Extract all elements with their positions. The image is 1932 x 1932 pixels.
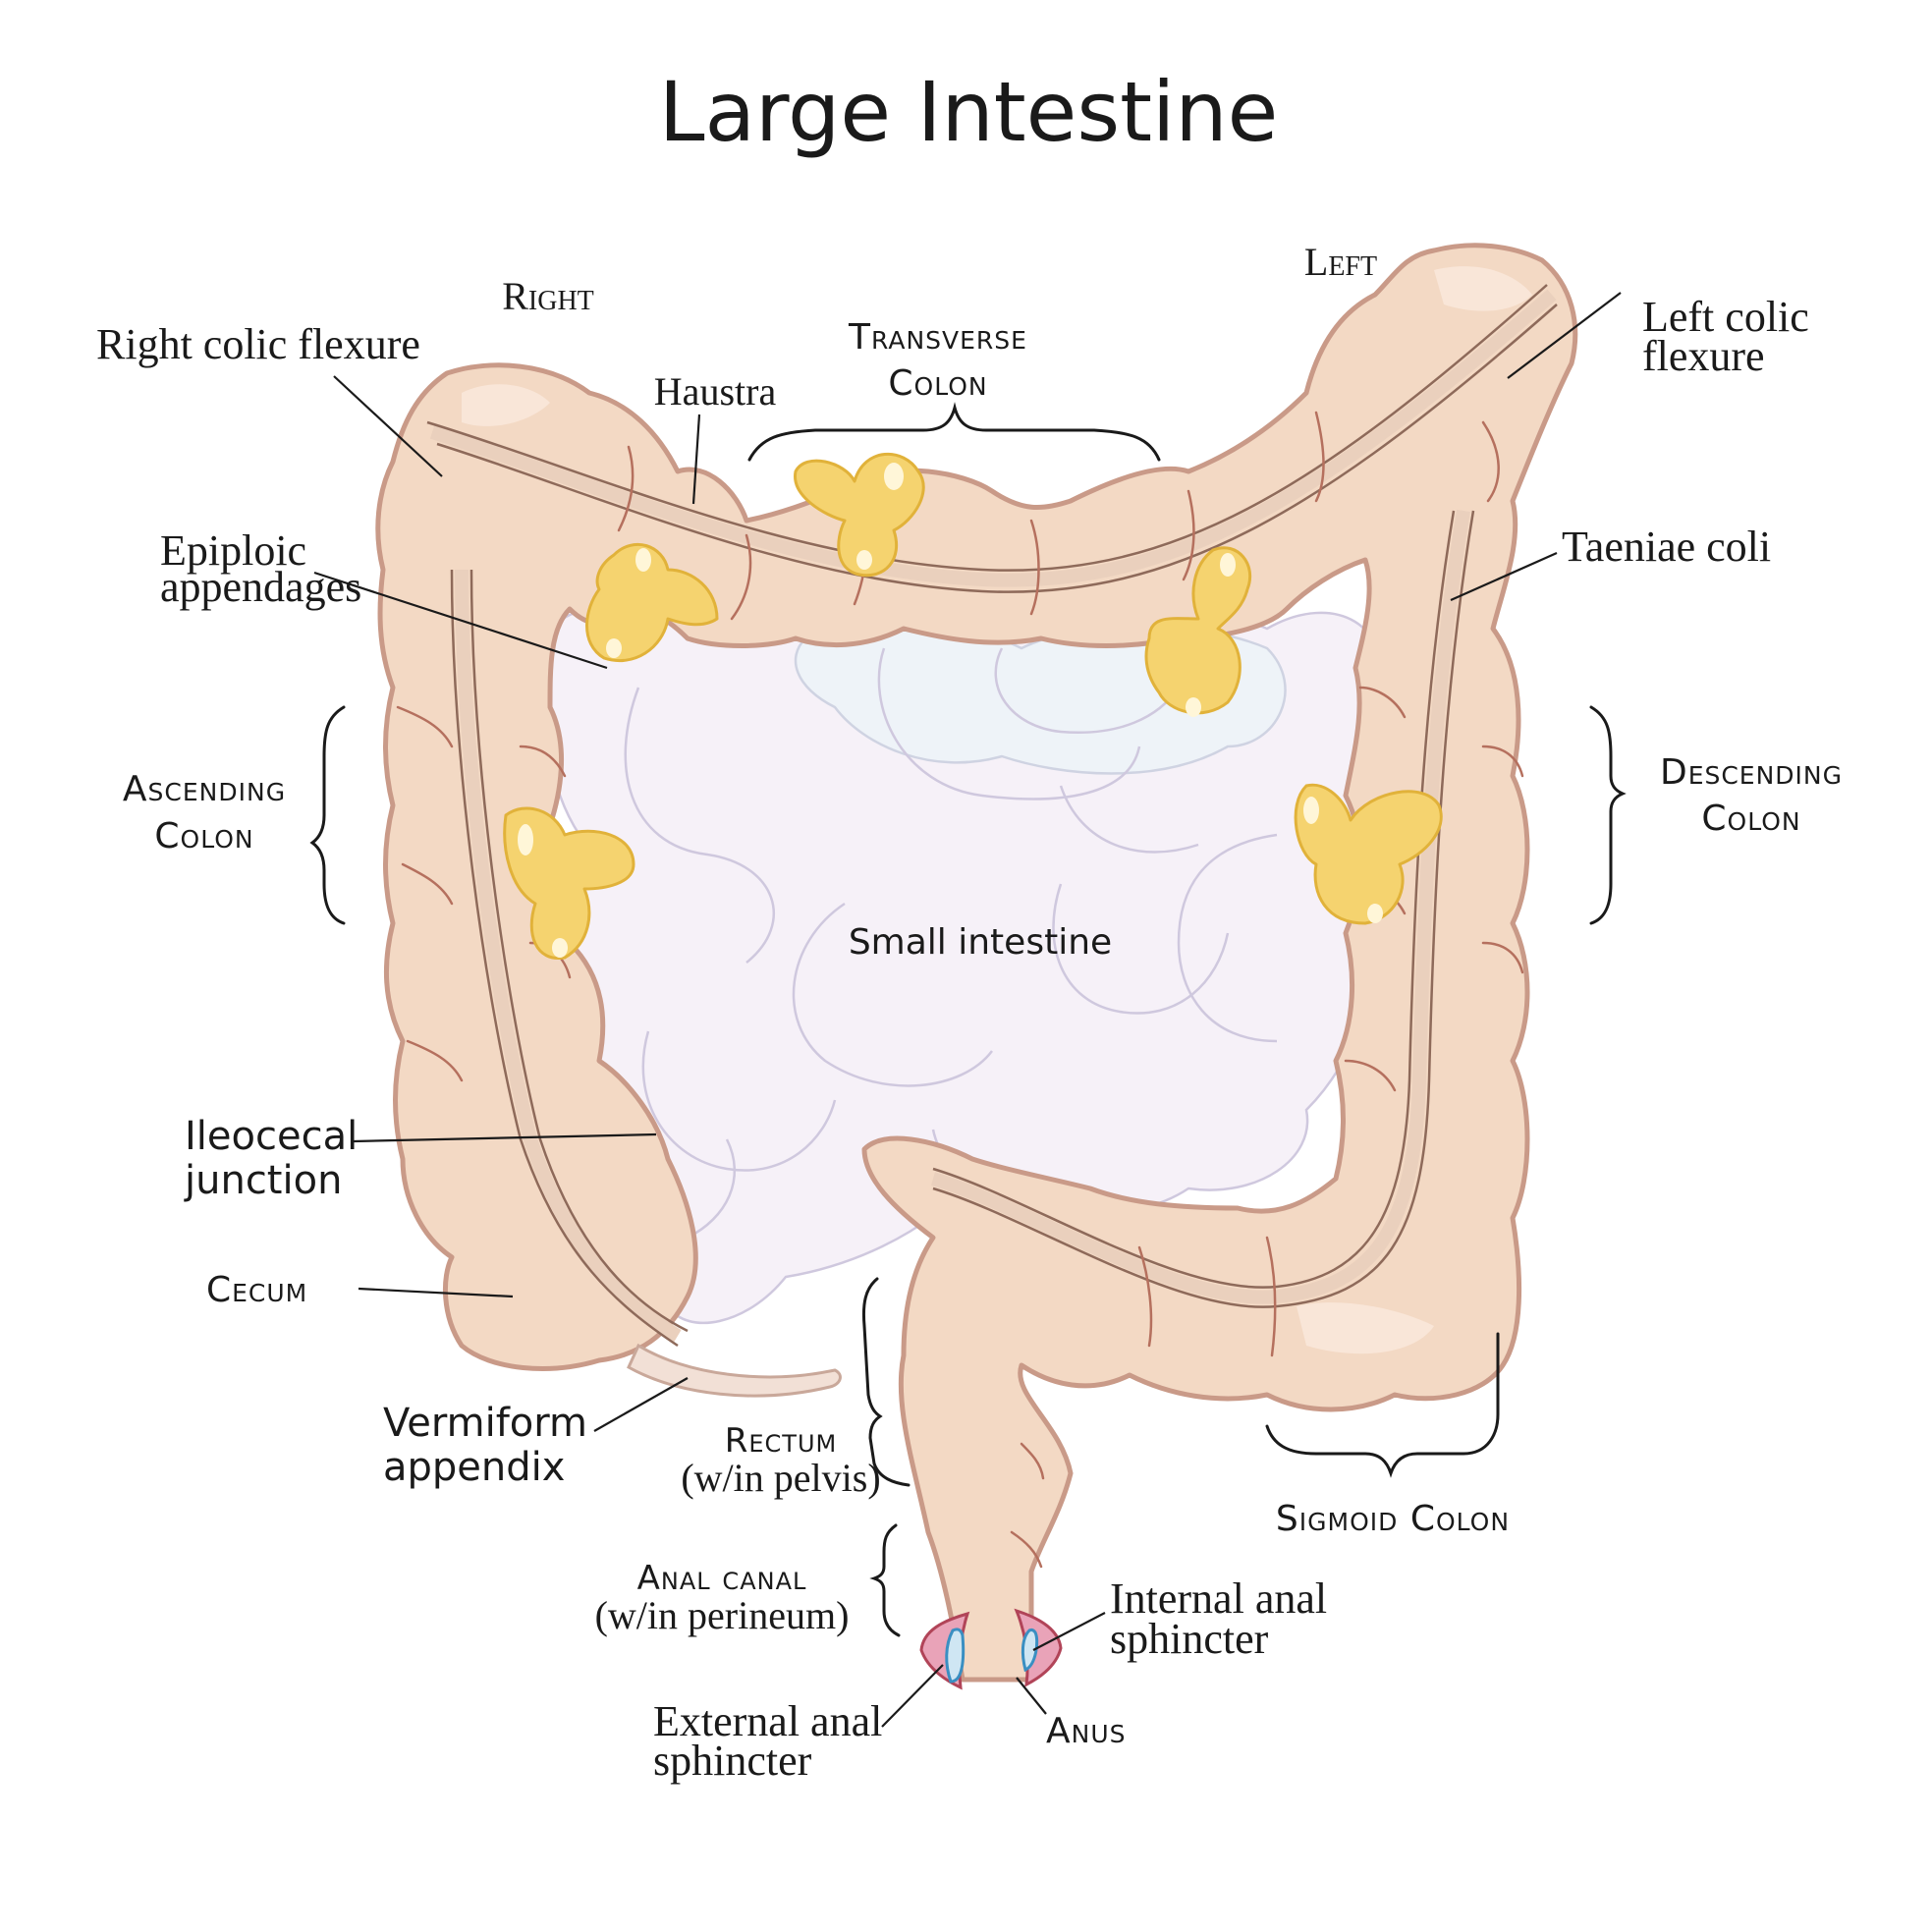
- label-anal-canal-line2: (w/in perineum): [595, 1593, 850, 1637]
- label-cecum: Cecum: [206, 1270, 307, 1310]
- label-taeniae-coli: Taeniae coli: [1562, 523, 1771, 571]
- label-descending-colon-line2: Colon: [1701, 799, 1800, 839]
- labels: Right Left Right colic flexure Haustra T…: [96, 240, 1843, 1785]
- label-external-anal-sphincter-line1: External anal: [653, 1697, 882, 1745]
- leader-internal-anal-sphincter: [1032, 1612, 1106, 1651]
- brace-rectum: [861, 1277, 911, 1487]
- label-haustra: Haustra: [654, 369, 777, 414]
- label-internal-anal-sphincter-line1: Internal anal: [1110, 1574, 1327, 1623]
- label-left-colic-flexure-line1: Left colic: [1642, 293, 1809, 341]
- label-transverse-colon-line1: Transverse: [848, 317, 1027, 358]
- leader-left-colic-flexure: [1507, 292, 1622, 379]
- braces: [309, 402, 1627, 1637]
- brace-anal-canal: [869, 1523, 901, 1637]
- label-right-colic-flexure: Right colic flexure: [96, 320, 420, 368]
- label-ascending-colon-line2: Colon: [154, 816, 253, 856]
- leader-taeniae-coli: [1450, 551, 1558, 602]
- label-rectum-line2: (w/in pelvis): [681, 1456, 880, 1500]
- leader-anus: [1016, 1677, 1047, 1715]
- brace-sigmoid-colon: [1265, 1332, 1500, 1478]
- label-rectum-line1: Rectum: [725, 1421, 837, 1461]
- leader-right-colic-flexure: [333, 375, 443, 477]
- label-left-colic-flexure-line2: flexure: [1642, 332, 1765, 380]
- label-sigmoid-colon: Sigmoid Colon: [1276, 1499, 1510, 1539]
- label-left: Left: [1304, 240, 1377, 284]
- brace-ascending-colon: [309, 705, 346, 925]
- label-ileocecal-junction-line2: junction: [184, 1158, 342, 1203]
- label-epiploic-appendages-line1: Epiploic: [160, 526, 306, 575]
- anatomy-illustration: [375, 243, 1578, 1690]
- brace-descending-colon: [1589, 705, 1627, 925]
- label-ascending-colon-line1: Ascending: [123, 769, 286, 809]
- leader-vermiform-appendix: [593, 1377, 689, 1432]
- label-vermiform-appendix-line1: Vermiform: [383, 1401, 587, 1446]
- leader-haustra: [691, 414, 701, 505]
- leader-external-anal-sphincter: [881, 1664, 944, 1728]
- label-epiploic-appendages-line2: appendages: [160, 563, 361, 611]
- label-transverse-colon-line2: Colon: [888, 363, 987, 404]
- label-vermiform-appendix-line2: appendix: [383, 1445, 565, 1490]
- label-anus: Anus: [1046, 1711, 1127, 1751]
- epiploic-appendages-shapes: [503, 452, 1443, 960]
- leader-ileocecal-junction: [353, 1132, 657, 1143]
- leader-lines: [313, 292, 1622, 1728]
- label-descending-colon-line1: Descending: [1660, 752, 1843, 793]
- leader-epiploic-appendages: [313, 571, 608, 670]
- label-ileocecal-junction-line1: Ileocecal: [185, 1114, 358, 1159]
- label-external-anal-sphincter-line2: sphincter: [653, 1737, 812, 1785]
- diagram-title: Large Intestine: [659, 64, 1279, 160]
- leader-cecum: [358, 1287, 514, 1298]
- brace-transverse-colon: [747, 402, 1161, 462]
- label-internal-anal-sphincter-line2: sphincter: [1110, 1615, 1269, 1663]
- label-anal-canal-line1: Anal canal: [637, 1559, 807, 1598]
- label-right: Right: [502, 274, 594, 318]
- vermiform-appendix-shape: [627, 1343, 842, 1398]
- label-small-intestine: Small intestine: [849, 922, 1112, 963]
